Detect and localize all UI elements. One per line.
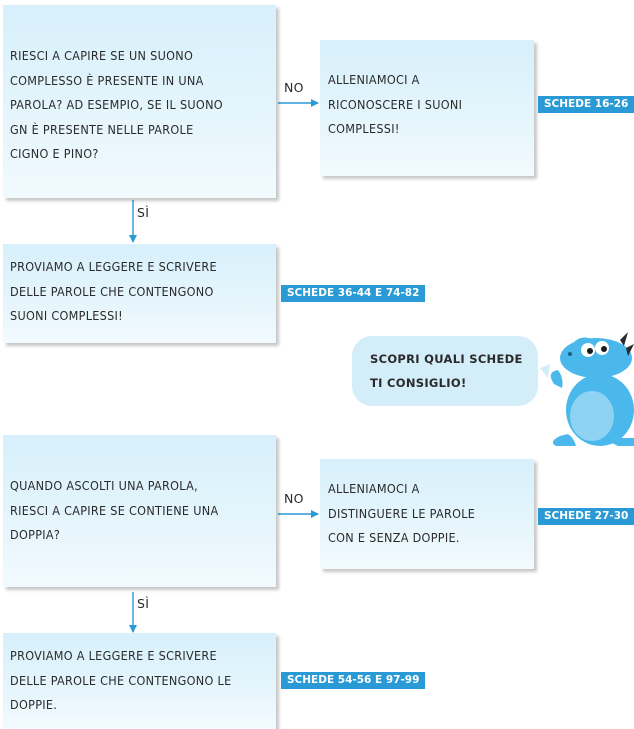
badge-schede-16-26: SCHEDE 16-26 [538, 96, 634, 113]
yes-double-letters-text: PROVIAMO A LEGGERE E SCRIVERE DELLE PARO… [10, 648, 232, 712]
yes-complex-sounds-text: PROVIAMO A LEGGERE E SCRIVERE DELLE PARO… [10, 259, 217, 323]
no-box-complex-sounds: ALLENIAMOCI A RICONOSCERE I SUONI COMPLE… [320, 40, 534, 176]
question-box-complex-sounds: RIESCI A CAPIRE SE UN SUONO COMPLESSO È … [3, 5, 276, 198]
speech-bubble-text: SCOPRI QUALI SCHEDE TI CONSIGLIO! [370, 352, 523, 390]
speech-bubble: SCOPRI QUALI SCHEDE TI CONSIGLIO! [352, 336, 538, 406]
question-double-letters-text: QUANDO ASCOLTI UNA PAROLA, RIESCI A CAPI… [10, 478, 219, 542]
question-complex-sounds-text: RIESCI A CAPIRE SE UN SUONO COMPLESSO È … [10, 48, 223, 161]
no-box-double-letters: ALLENIAMOCI A DISTINGUERE LE PAROLE CON … [320, 459, 534, 569]
badge-schede-54-56-97-99: SCHEDE 54-56 E 97-99 [281, 672, 426, 689]
no-label-1: NO [284, 80, 304, 95]
no-label-2: NO [284, 491, 304, 506]
badge-schede-36-44-74-82: SCHEDE 36-44 E 74-82 [281, 285, 426, 302]
mascot-creature-icon [540, 332, 634, 446]
yes-label-2: SÌ [137, 596, 150, 611]
question-box-double-letters: QUANDO ASCOLTI UNA PAROLA, RIESCI A CAPI… [3, 435, 276, 587]
no-complex-sounds-text: ALLENIAMOCI A RICONOSCERE I SUONI COMPLE… [328, 72, 463, 136]
no-double-letters-text: ALLENIAMOCI A DISTINGUERE LE PAROLE CON … [328, 481, 476, 545]
yes-label-1: SÌ [137, 205, 150, 220]
yes-box-complex-sounds: PROVIAMO A LEGGERE E SCRIVERE DELLE PARO… [3, 244, 276, 343]
badge-schede-27-30: SCHEDE 27-30 [538, 508, 634, 525]
yes-box-double-letters: PROVIAMO A LEGGERE E SCRIVERE DELLE PARO… [3, 633, 276, 729]
